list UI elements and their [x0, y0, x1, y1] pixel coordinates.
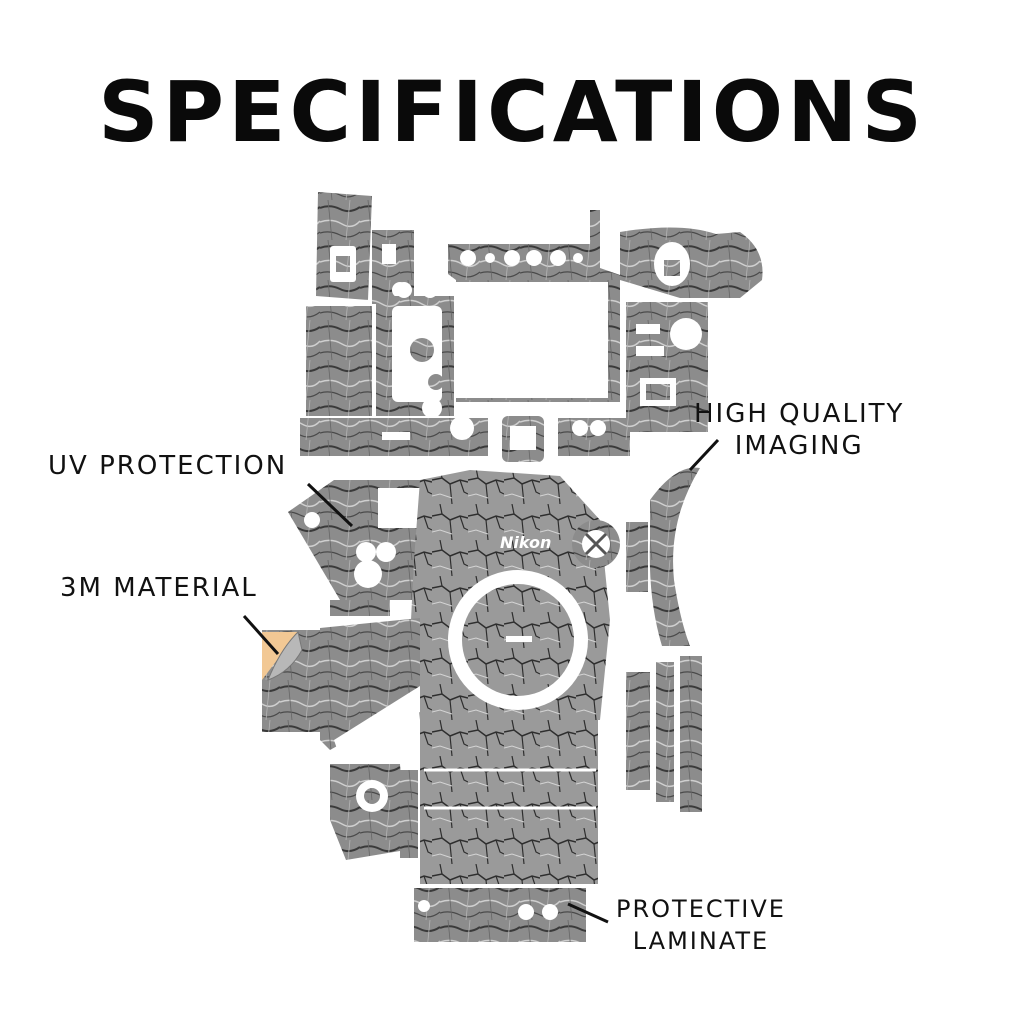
laminate-callout-line — [567, 902, 609, 924]
skin-piece-bottom-plate — [420, 720, 598, 884]
skin-piece-grip — [262, 600, 420, 752]
material-callout-line — [242, 614, 280, 656]
protective-laminate-label: PROTECTIVE LAMINATE — [616, 895, 786, 955]
skin-piece-right-strips — [626, 522, 702, 812]
uv-callout-line — [306, 482, 354, 528]
skin-piece-bottom-left — [330, 764, 418, 860]
skin-piece-top-left-strap — [316, 192, 372, 300]
imaging-callout-line — [688, 438, 720, 472]
skin-piece-left-side — [306, 282, 454, 416]
skin-piece-mid-band — [300, 398, 630, 474]
uv-protection-label: UV PROTECTION — [48, 451, 288, 481]
brand-logo: Nikon — [500, 533, 551, 552]
high-quality-imaging-label: HIGH QUALITY IMAGING — [694, 399, 905, 461]
page-title: SPECIFICATIONS — [98, 63, 926, 161]
skin-piece-battery-door — [414, 888, 586, 942]
skin-piece-curved-strip — [649, 467, 700, 646]
skin-piece-right-side-top — [626, 302, 708, 432]
skin-piece-dial — [572, 520, 620, 568]
skin-piece-front: Nikon — [410, 470, 610, 720]
skin-piece-top-right-hump — [620, 227, 763, 298]
skin-piece-top-plate — [448, 210, 620, 402]
3m-material-label: 3M MATERIAL — [60, 573, 258, 603]
